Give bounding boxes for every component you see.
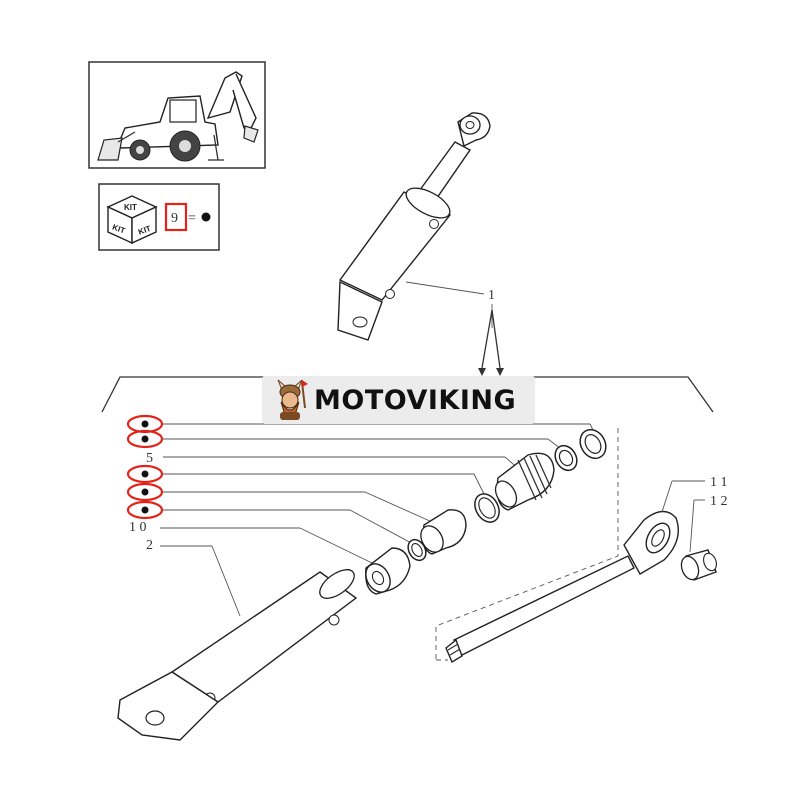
wiper-ring: [407, 538, 427, 562]
callout-10: 1 0: [129, 520, 147, 535]
kit-marker-highlight: [126, 464, 164, 484]
kit-number-highlight: [164, 202, 188, 232]
kit-equals: =: [188, 211, 196, 226]
assembled-cylinder: [337, 112, 491, 341]
guide-bushing: [420, 509, 467, 555]
cylinder-head: [494, 452, 555, 511]
piston-rod: [435, 428, 679, 664]
brand-name: MOTOVIKING: [314, 384, 517, 416]
callout-1: 1: [488, 288, 495, 303]
kit-dot-icon: [201, 212, 211, 222]
piston: [365, 547, 411, 595]
kit-label-left: KIT: [111, 223, 126, 236]
o-ring: [474, 493, 500, 523]
bushing: [680, 549, 717, 581]
kit-marker-highlight: [126, 429, 164, 449]
leader-lines: [160, 423, 597, 617]
backhoe-loader-illustration: [97, 71, 259, 162]
callout-2: 2: [146, 538, 153, 553]
kit-box-icon: KIT KIT KIT: [106, 195, 158, 245]
kit-marker-highlight: [126, 500, 164, 520]
kit-label-right: KIT: [137, 224, 152, 237]
kit-number: 9: [171, 211, 178, 226]
callout-11: 1 1: [710, 475, 728, 490]
seal-ring-large: [579, 428, 607, 460]
cylinder-barrel: [117, 569, 358, 741]
seal-ring-small: [554, 444, 578, 472]
viking-mascot-logo: [277, 379, 308, 420]
callout-5: 5: [146, 451, 153, 466]
callout-12: 1 2: [710, 494, 728, 509]
kit-label-top: KIT: [124, 203, 137, 212]
callout-column: 5 1 0 2: [126, 414, 164, 553]
kit-marker-highlight: [126, 482, 164, 502]
machine-thumbnail: [88, 61, 266, 169]
brand-banner: MOTOVIKING: [262, 376, 535, 424]
kit-legend: KIT KIT KIT 9 =: [98, 183, 220, 251]
